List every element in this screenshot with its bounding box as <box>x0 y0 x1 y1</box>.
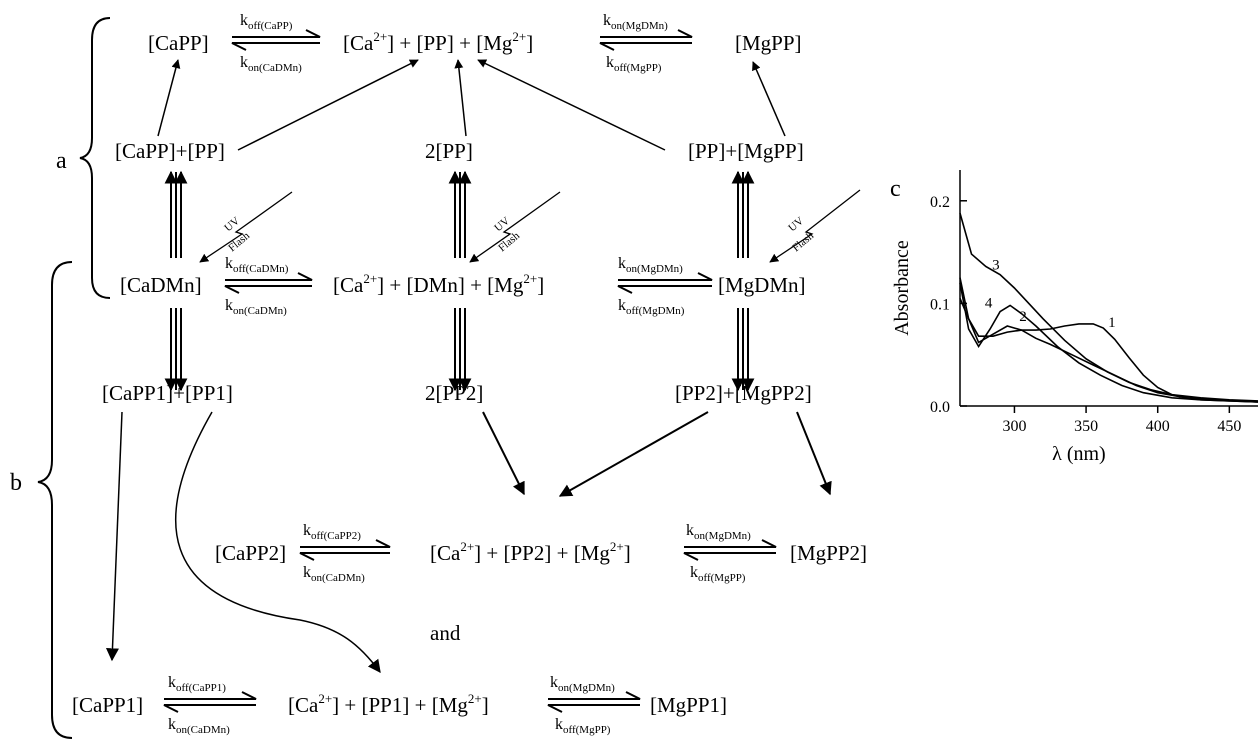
equilibrium-arrows-row3-left <box>224 272 313 294</box>
panel-label-c: c <box>890 176 901 202</box>
photolysis-arrows-down <box>164 308 755 392</box>
y-axis-label: Absorbance <box>891 240 913 336</box>
rate-constant-koff-mgpp-row1: koff(MgPP) <box>606 54 662 74</box>
species-capp2: [CaPP2] <box>215 541 286 565</box>
species-capp-pp: [CaPP]+[PP] <box>115 139 225 163</box>
rate-constant-kon-mgdmn-row6: kon(MgDMn) <box>550 674 615 694</box>
rate-constant-kon-cadmn-row1: kon(CaDMn) <box>240 54 302 74</box>
brace-a <box>79 17 111 299</box>
conjunction-and: and <box>430 621 461 645</box>
rate-constant-koff-mgdmn: koff(MgDMn) <box>618 297 685 317</box>
photolysis-arrows-up <box>164 170 755 258</box>
equilibrium-arrows-row1-right <box>599 29 693 51</box>
rate-constant-koff-cadmn: koff(CaDMn) <box>225 255 289 275</box>
label-a: a <box>56 148 67 174</box>
decay-arrows-upper <box>157 59 786 151</box>
species-capp1-pp1: [CaPP1]+[PP1] <box>102 381 233 405</box>
series-line-3 <box>959 212 1259 402</box>
equilibrium-arrows-row3-right <box>617 272 713 294</box>
svg-text:UV: UV <box>492 215 512 234</box>
species-pp-mgpp: [PP]+[MgPP] <box>688 139 804 163</box>
y-tick-label: 0.1 <box>930 296 950 313</box>
species-mgdmn: [MgDMn] <box>718 273 806 297</box>
series-line-4 <box>959 282 1259 403</box>
rate-constant-kon-mgdmn-row3: kon(MgDMn) <box>618 255 683 275</box>
series-line-1 <box>959 297 1259 403</box>
equilibrium-center-row6: [Ca2+] + [PP1] + [Mg2+] <box>288 691 489 717</box>
equilibrium-center-row1: [Ca2+] + [PP] + [Mg2+] <box>343 29 533 55</box>
curve-label: 2 <box>1019 309 1027 325</box>
svg-text:UV: UV <box>222 215 242 234</box>
decay-arrows-lower <box>105 411 832 674</box>
curve-labels: 1 2 3 4 <box>985 258 1116 331</box>
x-axis-label: λ (nm) <box>1052 443 1106 465</box>
rate-constant-kon-cadmn-row6: kon(CaDMn) <box>168 716 230 736</box>
label-b: b <box>10 470 22 496</box>
curve-label: 3 <box>992 258 1000 274</box>
species-cadmn: [CaDMn] <box>120 273 202 297</box>
rate-constant-koff-mgpp-row6: koff(MgPP) <box>555 716 611 736</box>
y-tick-label: 0.2 <box>930 194 950 211</box>
equilibrium-arrows-row1-left <box>231 29 321 51</box>
equilibrium-arrows-row6-right <box>547 691 641 713</box>
species-mgpp2: [MgPP2] <box>790 541 867 565</box>
rate-constant-kon-cadmn-row3: kon(CaDMn) <box>225 297 287 317</box>
equilibrium-arrows-row5-right <box>683 539 777 561</box>
rate-constant-kon-cadmn-row5: kon(CaDMn) <box>303 564 365 584</box>
absorbance-spectra-chart: c 0.0 0.1 0.2 300 350 400 450 1 2 3 4 Absorbance… <box>890 170 1259 465</box>
uv-flash-bolt-right: UV Flash <box>769 189 861 263</box>
brace-b <box>37 261 73 739</box>
rate-constant-koff-capp1: koff(CaPP1) <box>168 674 226 694</box>
rate-constant-koff-mgpp-row5: koff(MgPP) <box>690 564 746 584</box>
x-ticks: 300 350 400 450 <box>1002 406 1241 435</box>
equilibrium-arrows-row5-left <box>299 539 391 561</box>
rate-constant-kon-mgdmn-row1: kon(MgDMn) <box>603 12 668 32</box>
uv-flash-bolt-middle: UV Flash <box>469 191 561 263</box>
species-capp: [CaPP] <box>148 31 209 55</box>
species-mgpp: [MgPP] <box>735 31 802 55</box>
rate-constant-koff-capp2: koff(CaPP2) <box>303 522 361 542</box>
species-2pp2: 2[PP2] <box>425 381 483 405</box>
equilibrium-center-row5: [Ca2+] + [PP2] + [Mg2+] <box>430 539 631 565</box>
species-capp1: [CaPP1] <box>72 693 143 717</box>
uv-flash-bolt-left: UV Flash <box>199 191 293 263</box>
species-pp2-mgpp2: [PP2]+[MgPP2] <box>675 381 812 405</box>
equilibrium-center-row3: [Ca2+] + [DMn] + [Mg2+] <box>333 271 544 297</box>
y-tick-label: 0.0 <box>930 399 950 416</box>
rate-constant-koff-capp: koff(CaPP) <box>240 12 293 32</box>
x-tick-label: 300 <box>1002 418 1026 435</box>
species-mgpp1: [MgPP1] <box>650 693 727 717</box>
x-tick-label: 450 <box>1217 418 1241 435</box>
series-lines <box>959 212 1259 403</box>
rate-constant-kon-mgdmn-row5: kon(MgDMn) <box>686 522 751 542</box>
svg-text:UV: UV <box>786 215 806 234</box>
curve-label: 1 <box>1108 315 1116 331</box>
series-line-2 <box>959 277 1259 403</box>
x-tick-label: 350 <box>1074 418 1098 435</box>
curve-label: 4 <box>985 295 993 311</box>
y-ticks: 0.0 0.1 0.2 <box>930 194 967 416</box>
equilibrium-arrows-row6-left <box>163 691 257 713</box>
species-2pp: 2[PP] <box>425 139 473 163</box>
x-tick-label: 400 <box>1146 418 1170 435</box>
